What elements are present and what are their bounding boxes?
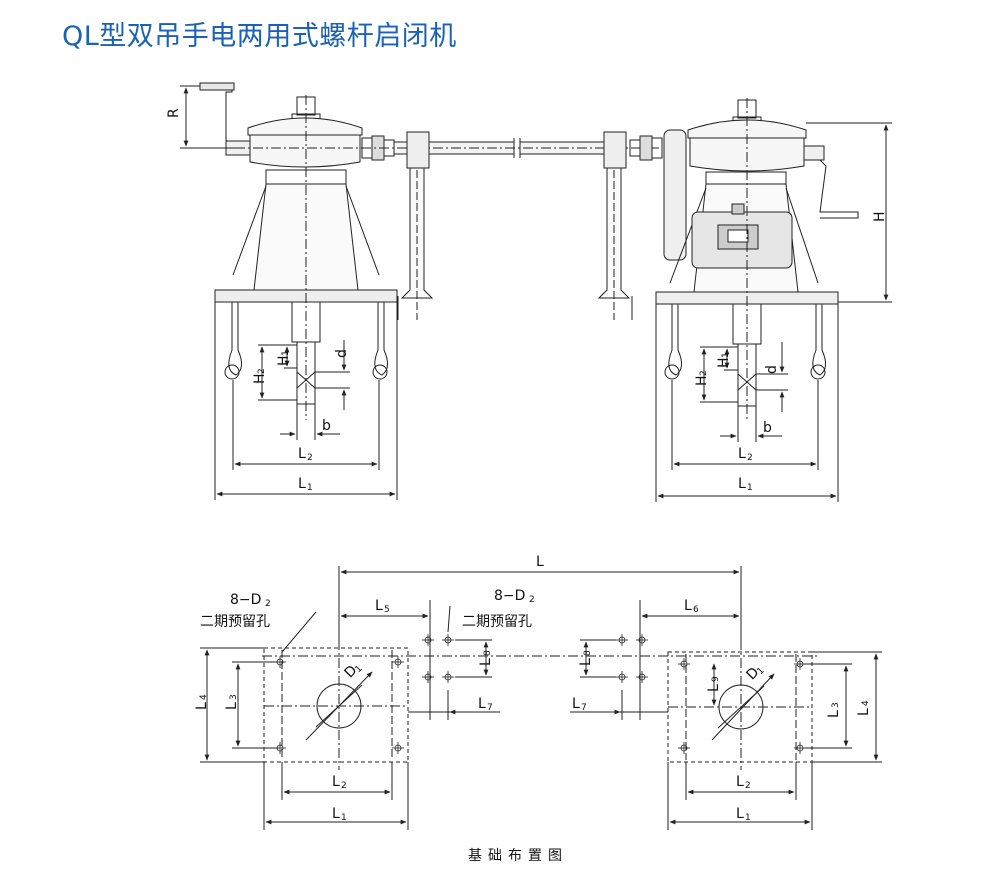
dim-L8-left-label: L: [478, 658, 494, 666]
dim-d-right-label: d: [764, 365, 780, 374]
dim-L5-sub: 5: [384, 605, 390, 615]
dim-L7-right-label: L: [572, 696, 580, 712]
dim-L9-sub: 9: [711, 676, 721, 682]
dim-L7-left-label: L: [478, 696, 486, 712]
dim-L1-left-sub: 1: [307, 483, 313, 493]
dim-H1-right-label: H: [716, 357, 732, 368]
dim-L7-right-sub: 7: [581, 703, 587, 713]
elevation-dimensions: [180, 85, 892, 502]
dim-L1-plan-right-label: L: [736, 806, 744, 822]
dim-L6-sub: 6: [693, 605, 699, 615]
dim-H1-right-sub: 1: [721, 352, 731, 358]
dim-L1-right-label: L: [738, 476, 746, 492]
reserve-hole-label-left: 二期预留孔: [200, 614, 270, 630]
holes-label-left-sub: 2: [265, 599, 271, 609]
dim-D1-left-sub: 1: [354, 664, 365, 675]
dim-L7-left-sub: 7: [487, 703, 493, 713]
dim-L6-label: L: [684, 598, 692, 614]
dim-L1-plan-left-label: L: [332, 806, 340, 822]
dim-R-label: R: [166, 108, 182, 118]
dim-L2-right-label: L: [738, 446, 746, 462]
right-hoist-elevation: [629, 98, 859, 420]
dim-L2-left-label: L: [298, 446, 306, 462]
dim-H2-left-sub: 2: [257, 368, 267, 374]
connecting-shaft: [235, 131, 660, 320]
dim-L1-right-sub: 1: [747, 483, 753, 493]
dim-H-label: H: [872, 211, 888, 222]
left-hoist-elevation: [199, 82, 398, 420]
dim-L-label: L: [536, 554, 544, 570]
dim-d-left-label: d: [334, 349, 350, 358]
dim-D1-right-sub: 1: [756, 666, 767, 677]
dim-L4-left-label: L: [194, 702, 210, 710]
dim-L2-plan-right-sub: 2: [745, 781, 751, 791]
dim-L2-right-sub: 2: [747, 453, 753, 463]
dim-L2-plan-right-label: L: [736, 774, 744, 790]
dim-L1-plan-left-sub: 1: [341, 813, 347, 823]
plan-caption: 基础布置图: [468, 847, 568, 864]
foundation-plan: [200, 566, 882, 830]
dim-L4-right-sub: 4: [861, 700, 871, 706]
holes-label-mid: 8−D: [494, 588, 525, 604]
dim-L2-left-sub: 2: [307, 453, 313, 463]
dim-L3-right-sub: 3: [831, 702, 841, 708]
dim-H2-right-label: H: [694, 375, 710, 386]
dim-b-right-label: b: [763, 420, 772, 436]
dim-H1-left-sub: 1: [281, 350, 291, 356]
dim-L3-left-sub: 3: [229, 694, 239, 700]
holes-label-left: 8−D: [230, 592, 261, 608]
dim-b-left-label: b: [322, 418, 331, 434]
dim-L2-plan-left-sub: 2: [341, 781, 347, 791]
dim-L8-right-label: L: [578, 658, 594, 666]
dim-L3-right-label: L: [826, 710, 842, 718]
reserve-hole-label-mid: 二期预留孔: [462, 614, 532, 630]
dim-H2-left-label: H: [252, 373, 268, 384]
holes-label-mid-sub: 2: [529, 595, 535, 605]
dim-H1-left-label: H: [276, 355, 292, 366]
dim-L4-left-sub: 4: [199, 694, 209, 700]
dim-L2-plan-left-label: L: [332, 774, 340, 790]
dim-L9-label: L: [706, 684, 722, 692]
dim-L3-left-label: L: [224, 702, 240, 710]
dim-H2-right-sub: 2: [699, 370, 709, 376]
dim-L4-right-label: L: [856, 708, 872, 716]
dim-L1-plan-right-sub: 1: [745, 813, 751, 823]
dim-L8-right-sub: 8: [583, 650, 593, 656]
dim-L1-left-label: L: [298, 476, 306, 492]
dim-L5-label: L: [375, 598, 383, 614]
page-title: QL型双吊手电两用式螺杆启闭机: [62, 21, 457, 52]
dim-L8-left-sub: 8: [483, 650, 493, 656]
